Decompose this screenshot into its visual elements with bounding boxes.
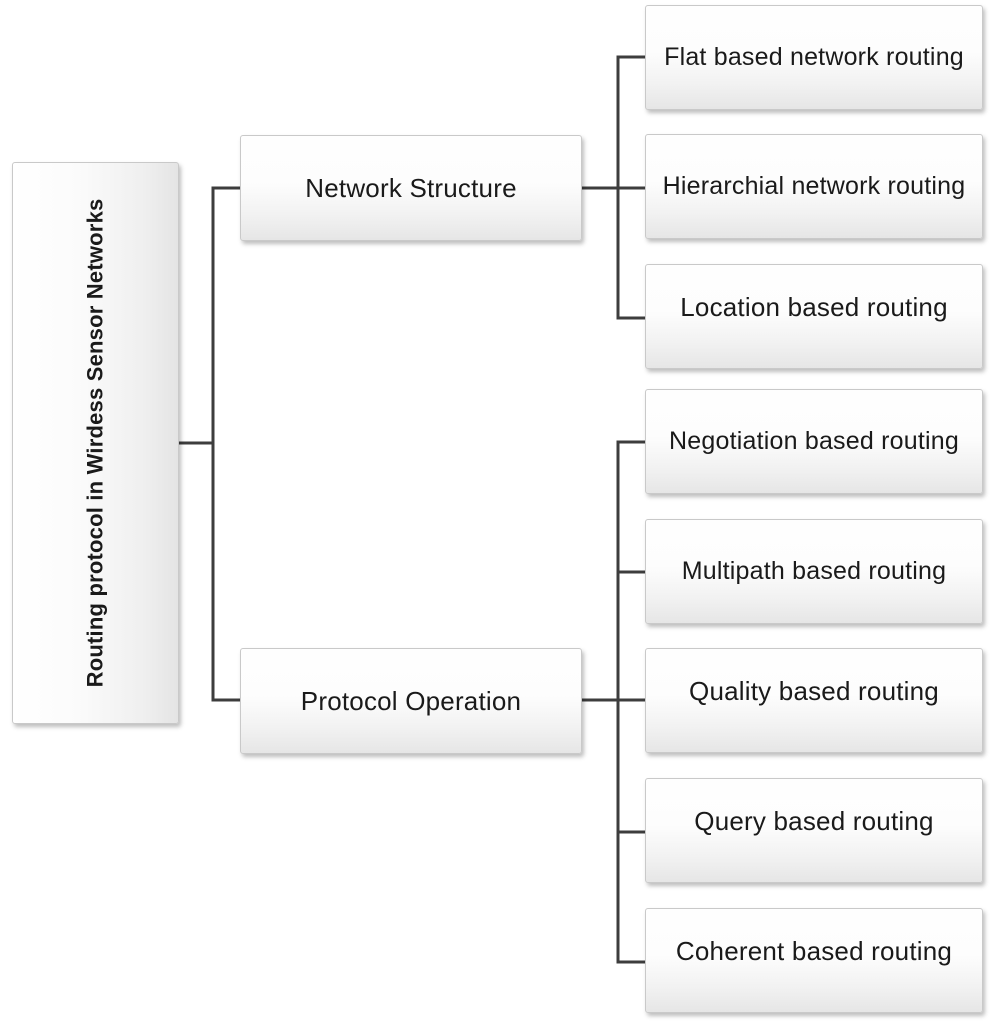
node-hierarchial-network-routing-label: Hierarchial network routing [662,172,966,200]
node-location-based-routing[interactable]: Location based routing [645,264,983,369]
node-query-based-routing[interactable]: Query based routing [645,778,983,883]
node-root-label: Routing protocol in Wirdess Sensor Netwo… [82,198,108,688]
node-coherent-based-routing[interactable]: Coherent based routing [645,908,983,1013]
node-hierarchial-network-routing[interactable]: Hierarchial network routing [645,134,983,239]
node-flat-based-network-routing-label: Flat based network routing [664,43,964,71]
node-multipath-based-routing-label: Multipath based routing [681,557,947,585]
node-negotiation-based-routing-label: Negotiation based routing [669,427,959,455]
node-multipath-based-routing[interactable]: Multipath based routing [645,519,983,624]
node-protocol-operation[interactable]: Protocol Operation [240,648,582,754]
node-quality-based-routing[interactable]: Quality based routing [645,648,983,753]
node-flat-based-network-routing[interactable]: Flat based network routing [645,5,983,110]
node-negotiation-based-routing[interactable]: Negotiation based routing [645,389,983,494]
node-network-structure-label: Network Structure [305,172,517,203]
node-coherent-based-routing-label: Coherent based routing [675,936,953,967]
node-root[interactable]: Routing protocol in Wirdess Sensor Netwo… [12,162,179,724]
node-quality-based-routing-label: Quality based routing [689,676,939,707]
node-network-structure[interactable]: Network Structure [240,135,582,241]
node-location-based-routing-label: Location based routing [680,292,948,323]
node-protocol-operation-label: Protocol Operation [300,685,522,716]
node-query-based-routing-label: Query based routing [694,806,934,837]
